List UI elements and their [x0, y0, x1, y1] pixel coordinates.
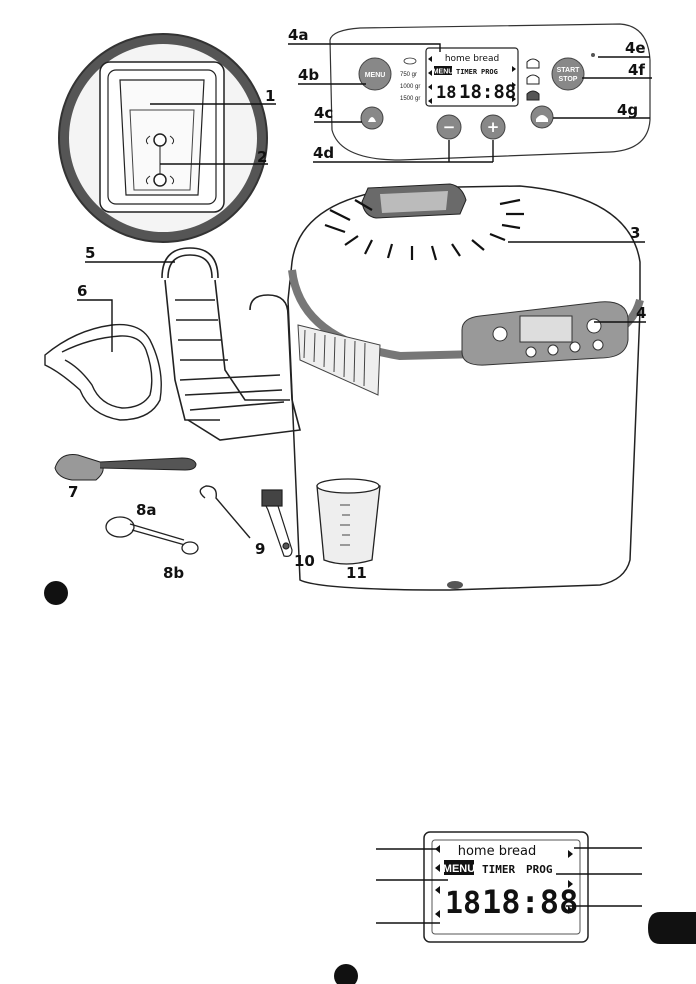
crust-button[interactable] [531, 106, 553, 128]
weight-750: 750 gr [400, 72, 417, 78]
bread-pan-inset [59, 34, 267, 242]
plus-label: + [487, 118, 500, 136]
panel-lcd-program-digits: 18 [436, 83, 456, 103]
callout-1: 1 [265, 87, 275, 105]
callout-4b: 4b [298, 66, 319, 84]
callout-4f: 4f [628, 61, 645, 79]
paddle-hook [200, 486, 250, 538]
callout-4g: 4g [617, 101, 638, 119]
pastry-brush [262, 490, 292, 556]
start-label: START [557, 67, 581, 74]
display-prog: PROG [526, 863, 553, 876]
start-stop-button[interactable]: START STOP [552, 58, 584, 90]
plus-button[interactable]: + [481, 115, 505, 139]
display-program-digits: 18 [445, 886, 481, 921]
panel-lcd-timer: TIMER [456, 68, 478, 76]
callout-4: 4 [636, 304, 646, 322]
stop-label: STOP [559, 76, 578, 83]
enlarged-display: home bread MENU TIMER PROG 18 18:88 [424, 832, 588, 942]
hook-tool [55, 455, 196, 480]
page-tab [648, 912, 696, 944]
panel-lcd-menu-tag: MENU [433, 69, 454, 76]
baguette-tray [45, 325, 161, 420]
menu-button-label: MENU [365, 72, 386, 79]
minus-label: − [443, 118, 456, 136]
callout-4a: 4a [288, 26, 309, 44]
callout-7: 7 [68, 483, 78, 501]
display-brand: home bread [458, 844, 537, 859]
crust-dark-icon [527, 91, 539, 100]
panel-lcd-prog: PROG [481, 68, 498, 76]
power-indicator [591, 53, 595, 57]
panel-lcd-brand: home bread [445, 54, 499, 64]
baguette-rack [162, 248, 300, 440]
display-menu-tag: MENU [443, 863, 475, 875]
callout-6: 6 [77, 282, 87, 300]
minus-button[interactable]: − [437, 115, 461, 139]
callout-4e: 4e [625, 39, 646, 57]
menu-button[interactable]: MENU [359, 58, 391, 90]
callout-5: 5 [85, 244, 95, 262]
keep-warm-button[interactable] [361, 107, 383, 129]
panel-lcd-time-digits: 18:88 [459, 81, 516, 103]
callout-8a: 8a [136, 501, 157, 519]
figure-badge-b [334, 964, 358, 984]
callout-4d: 4d [313, 144, 334, 162]
figure-badge-a [44, 581, 68, 605]
weight-1500: 1500 gr [400, 96, 420, 102]
callout-11: 11 [346, 564, 367, 582]
callout-4c: 4c [314, 104, 333, 122]
measuring-cup [317, 479, 380, 564]
callout-9: 9 [255, 540, 265, 558]
display-time-digits: 18:88 [482, 883, 578, 921]
display-timer: TIMER [482, 863, 515, 876]
measuring-spoon [106, 517, 198, 554]
panel-lcd: home bread MENU TIMER PROG 18 18:88 [426, 48, 518, 106]
weight-1000: 1000 gr [400, 84, 420, 90]
callout-8b: 8b [163, 564, 184, 582]
callout-10: 10 [294, 552, 315, 570]
callout-3: 3 [630, 224, 640, 242]
